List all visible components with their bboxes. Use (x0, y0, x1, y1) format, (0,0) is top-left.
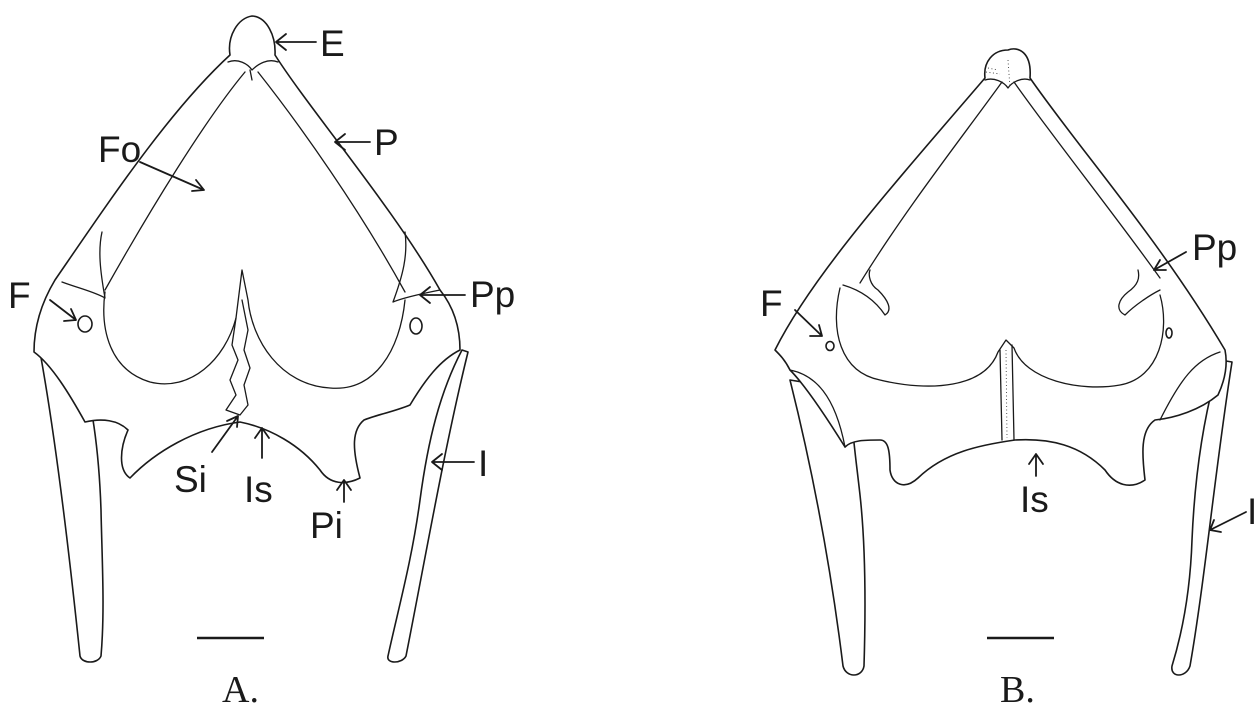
label-a-fo: Fo (98, 129, 141, 170)
label-a-is: Is (244, 469, 273, 510)
label-b-i: I (1247, 491, 1256, 532)
panel-b-left-foramen (826, 342, 834, 351)
panel-a-left-foramen (78, 316, 92, 332)
arrow-a-is (255, 428, 269, 458)
arrow-b-is (1029, 454, 1043, 476)
panel-a-caption: A. (222, 669, 259, 711)
panel-a-girdle-body (34, 16, 460, 483)
arrow-a-e (276, 34, 316, 50)
arrow-a-pi (337, 480, 351, 502)
label-a-i: I (478, 443, 488, 484)
panel-a-drawing (34, 16, 468, 662)
arrow-b-i (1210, 512, 1246, 532)
label-a-pi: Pi (310, 505, 343, 546)
label-a-si: Si (174, 459, 207, 500)
label-a-e: E (320, 23, 345, 64)
panel-b-caption: B. (1000, 669, 1035, 711)
panel-b-drawing (775, 49, 1232, 675)
label-b-pp: Pp (1192, 227, 1237, 268)
label-b-is: Is (1020, 479, 1049, 520)
arrow-a-i (432, 454, 474, 470)
panel-b-right-foramen (1166, 328, 1172, 338)
label-a-pp: Pp (470, 274, 515, 315)
label-b-f: F (760, 283, 783, 324)
panel-a-right-foramen (410, 318, 422, 334)
label-a-f: F (8, 275, 31, 316)
label-a-p: P (374, 122, 399, 163)
